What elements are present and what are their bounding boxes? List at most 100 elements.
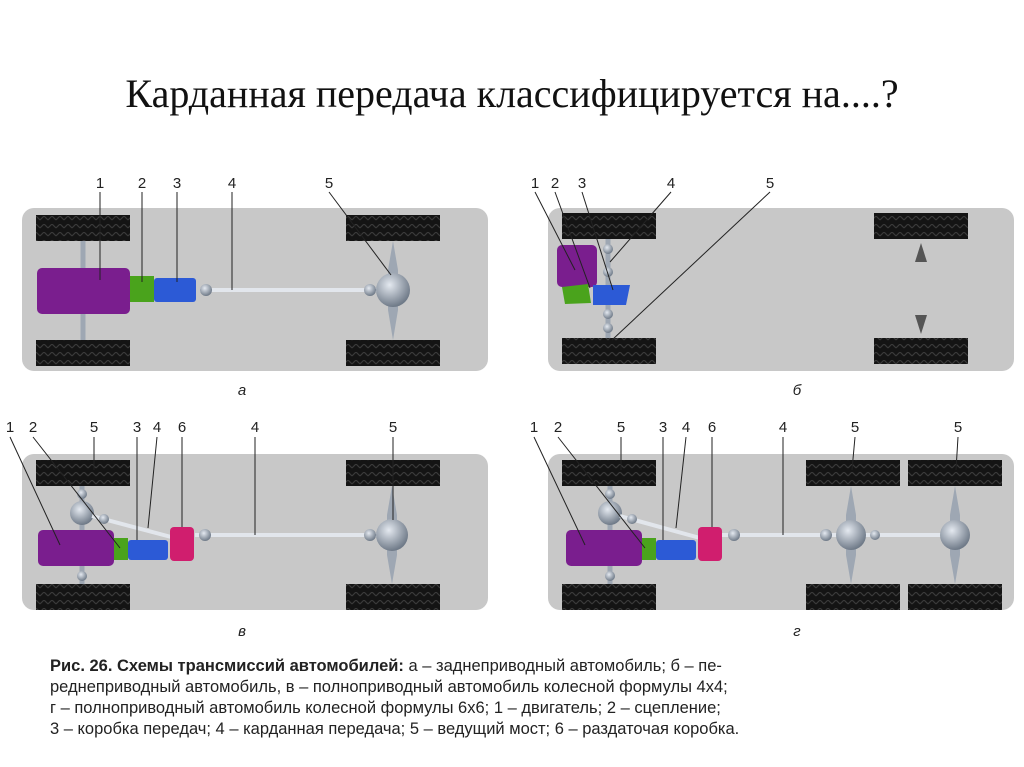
universal-joint <box>603 309 613 319</box>
tire <box>346 340 440 366</box>
caption-figure-title: Рис. 26. Схемы трансмиссий автомобилей: <box>50 657 404 675</box>
gearbox <box>656 540 696 560</box>
callout-label: 5 <box>851 419 859 436</box>
tire <box>562 584 656 610</box>
tire <box>36 340 130 366</box>
engine <box>566 530 642 566</box>
panel-g-all-wheel-drive-6x6: 1 2 5 3 4 6 4 5 5 г <box>530 419 1014 640</box>
differential <box>836 520 866 550</box>
universal-joint <box>364 284 376 296</box>
panel-letter: г <box>793 623 801 640</box>
caption-line: Рис. 26. Схемы трансмиссий автомобилей: … <box>50 656 1010 677</box>
callout-label: 4 <box>667 175 675 192</box>
panel-b-front-wheel-drive: 1 2 3 4 5 б <box>531 175 1014 399</box>
callout-label: 3 <box>578 175 586 192</box>
universal-joint <box>728 529 740 541</box>
transfer-case <box>698 527 722 561</box>
callout-label: 5 <box>389 419 397 436</box>
universal-joint <box>820 529 832 541</box>
universal-joint <box>605 571 615 581</box>
tire <box>346 584 440 610</box>
transfer-case <box>170 527 194 561</box>
rear-axle-marker <box>915 243 927 262</box>
clutch <box>642 538 656 560</box>
tire <box>562 338 656 364</box>
gearbox <box>593 285 630 305</box>
callout-label: 2 <box>554 419 562 436</box>
chassis-panel <box>548 208 1014 371</box>
engine <box>37 268 130 314</box>
tire <box>806 584 900 610</box>
callout-label: 1 <box>530 419 538 436</box>
universal-joint <box>99 514 109 524</box>
chassis-panel <box>548 454 1014 610</box>
panel-a-rear-wheel-drive: 1 2 3 4 5 а <box>22 175 488 399</box>
callout-label: 4 <box>682 419 690 436</box>
engine <box>557 245 597 287</box>
panel-v-all-wheel-drive-4x4: 1 2 5 3 4 6 4 5 в <box>6 419 488 640</box>
tire <box>36 215 130 241</box>
callout-label: 4 <box>251 419 259 436</box>
front-differential <box>598 501 622 525</box>
universal-joint <box>603 244 613 254</box>
transmission-diagram: 1 2 3 4 5 а 1 2 <box>6 175 1014 640</box>
figure-caption: Рис. 26. Схемы трансмиссий автомобилей: … <box>50 656 1010 740</box>
callout-label: 1 <box>6 419 14 436</box>
callout-label: 4 <box>153 419 161 436</box>
universal-joint <box>870 530 880 540</box>
callout-label: 5 <box>617 419 625 436</box>
universal-joint <box>603 267 613 277</box>
clutch <box>562 284 591 304</box>
callout-label: 1 <box>96 175 104 192</box>
differential <box>940 520 970 550</box>
universal-joint <box>364 529 376 541</box>
universal-joint <box>199 529 211 541</box>
callout-label: 6 <box>708 419 716 436</box>
front-differential <box>70 501 94 525</box>
callout-label: 5 <box>325 175 333 192</box>
tire <box>562 213 656 239</box>
callout-label: 4 <box>228 175 236 192</box>
gearbox <box>128 540 168 560</box>
slide-title: Карданная передача классифицируется на..… <box>125 71 899 116</box>
panel-letter: б <box>793 382 802 399</box>
tire <box>36 460 130 486</box>
universal-joint <box>77 571 87 581</box>
tire <box>36 584 130 610</box>
tire <box>908 460 1002 486</box>
tire <box>562 460 656 486</box>
universal-joint <box>200 284 212 296</box>
callout-label: 5 <box>766 175 774 192</box>
callout-label: 4 <box>779 419 787 436</box>
tire <box>908 584 1002 610</box>
tire <box>874 338 968 364</box>
caption-line: 3 – коробка передач; 4 – карданная перед… <box>50 720 740 738</box>
universal-joint <box>77 489 87 499</box>
callout-label: 3 <box>173 175 181 192</box>
callout-label: 5 <box>954 419 962 436</box>
panel-letter: а <box>238 382 246 399</box>
clutch <box>114 538 128 560</box>
callout-label: 3 <box>133 419 141 436</box>
universal-joint <box>603 323 613 333</box>
callout-label: 2 <box>138 175 146 192</box>
callout-label: 5 <box>90 419 98 436</box>
caption-line: реднеприводный автомобиль, в – полноприв… <box>50 678 728 696</box>
differential <box>376 519 408 551</box>
tire <box>874 213 968 239</box>
callout-label: 6 <box>178 419 186 436</box>
gearbox <box>154 278 196 302</box>
rear-axle-marker <box>915 315 927 334</box>
caption-text: а – заднеприводный автомобиль; б – пе- <box>403 657 722 675</box>
tire <box>346 215 440 241</box>
universal-joint <box>605 489 615 499</box>
differential <box>376 273 410 307</box>
panel-letter: в <box>238 623 246 640</box>
callout-label: 2 <box>29 419 37 436</box>
callout-label: 1 <box>531 175 539 192</box>
callout-label: 2 <box>551 175 559 192</box>
caption-line: г – полноприводный автомобиль колесной ф… <box>50 699 721 717</box>
universal-joint <box>627 514 637 524</box>
callout-label: 3 <box>659 419 667 436</box>
engine <box>38 530 114 566</box>
